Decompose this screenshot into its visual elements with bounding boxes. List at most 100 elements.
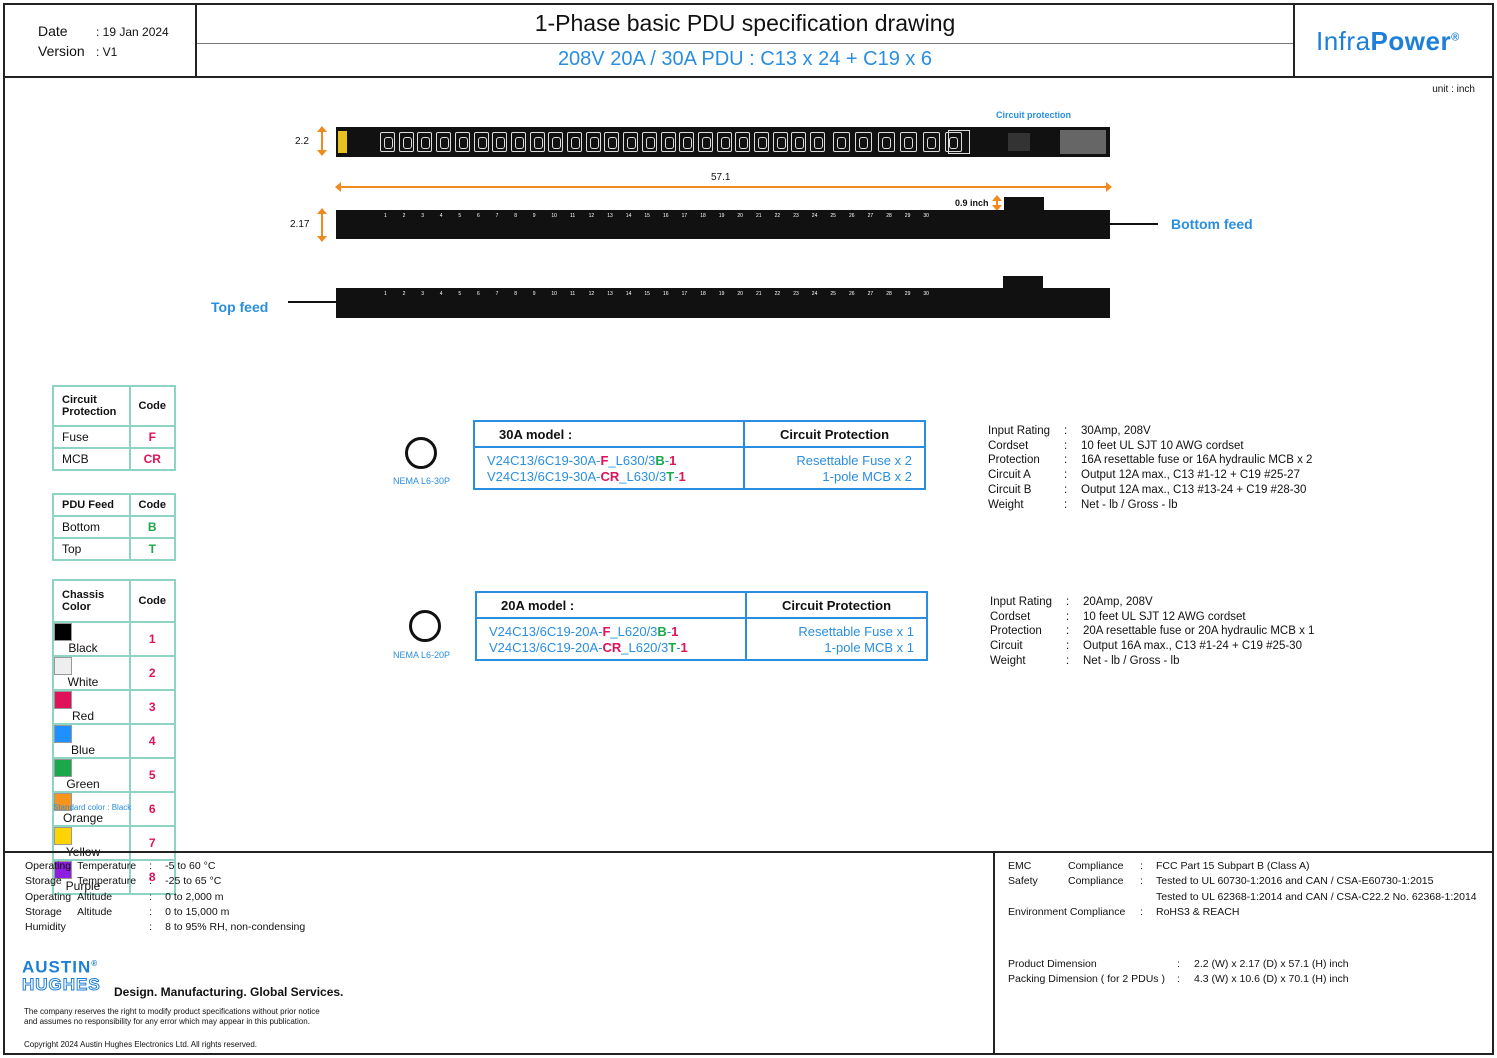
outlet-number: 5 — [458, 213, 462, 219]
spec-key: Protection — [990, 625, 1042, 638]
header-divider-left — [195, 3, 197, 77]
c19-outlet — [900, 132, 918, 152]
color-code: 7 — [128, 825, 176, 861]
spec-value: -5 to 60 °C — [165, 860, 216, 872]
spec-row: Input Rating:30Amp, 208V — [988, 425, 1312, 438]
part-number: V24C13/6C19-20A-CR_L620/3T-1 — [489, 639, 688, 655]
c13-outlet — [585, 132, 601, 152]
outlet-number: 8 — [514, 213, 517, 219]
outlet-number: 25 — [830, 213, 836, 219]
date-value: : 19 Jan 2024 — [96, 25, 169, 39]
infrapower-logo: InfraPower® — [1316, 26, 1460, 56]
spec-row: Tested to UL 62368-1:2014 and CAN / CSA-… — [1008, 891, 1481, 904]
spec-colon: : — [1066, 625, 1070, 638]
spec-key: Environment Compliance — [1008, 905, 1126, 918]
spec-colon: : — [149, 921, 153, 934]
c13-outlet — [398, 132, 414, 152]
page-frame — [3, 3, 1494, 1055]
color-cell: Orange — [52, 791, 131, 827]
spec-row: Circuit:Output 16A max., C13 #1-24 + C19… — [990, 640, 1314, 653]
depth-dimension: 2.17 — [290, 219, 310, 230]
color-cell: Blue — [52, 723, 131, 759]
header-divider — [3, 76, 1494, 78]
spec-value: 10 feet UL SJT 10 AWG cordset — [1081, 439, 1244, 452]
spec-row: Input Rating:20Amp, 208V — [990, 596, 1314, 609]
outlet-number: 1 — [384, 291, 387, 297]
outlet-number: 18 — [700, 291, 706, 297]
breaker-module — [1008, 133, 1030, 151]
bottom-feed-label: Bottom feed — [1171, 216, 1253, 232]
outlet-number: 20 — [737, 291, 743, 297]
outlet-number: 6 — [477, 213, 480, 219]
spec-key-2 — [77, 921, 147, 934]
outlet-number: 10 — [551, 213, 557, 219]
c13-outlet — [473, 132, 489, 152]
outlet-number: 16 — [663, 213, 669, 219]
protection-value: 1-pole MCB x 1 — [745, 639, 927, 660]
outlet-number: 11 — [570, 213, 576, 219]
outlet-number: 28 — [886, 213, 892, 219]
protection-value: 1-pole MCB x 2 — [743, 468, 925, 489]
c13-outlet — [417, 132, 433, 152]
outlet-number: 7 — [495, 213, 499, 219]
color-cell: Red — [52, 689, 131, 725]
spec-key: Cordset — [988, 439, 1029, 452]
spec-key: Circuit B — [988, 483, 1032, 496]
outlet-number: 11 — [570, 291, 576, 297]
c13-outlet — [380, 132, 395, 152]
c13-outlet — [735, 132, 751, 152]
spec-colon: : — [1066, 610, 1070, 623]
table-cell: F — [128, 425, 176, 449]
model-30a-table: 30A model :Circuit Protection V24C13/6C1… — [473, 420, 926, 490]
table-cell: MCB — [52, 447, 131, 471]
spec-key: Storage — [25, 905, 62, 918]
table-cell: Top — [52, 537, 131, 561]
spec-value: 8 to 95% RH, non-condensing — [165, 921, 306, 934]
version-label: Version — [38, 43, 85, 59]
outlet-number: 26 — [849, 213, 855, 219]
color-name: Purple — [65, 879, 101, 893]
color-code: 2 — [128, 655, 176, 691]
spec-colon — [1140, 891, 1154, 904]
table-header: 30A model : — [474, 421, 744, 448]
spec-colon: : — [1177, 973, 1180, 986]
breaker-dimension: 0.9 inch — [955, 198, 989, 208]
version-row: Version: V1 — [38, 43, 117, 59]
outlet-number: 19 — [718, 291, 725, 297]
c13-outlet — [454, 132, 470, 152]
outlet-number: 23 — [793, 213, 799, 219]
color-cell: Green — [52, 757, 131, 793]
outlet-number: 26 — [849, 291, 855, 297]
spec-key-2: Compliance — [1068, 875, 1124, 888]
spec-colon: : — [1064, 469, 1068, 482]
title-divider — [197, 43, 1293, 44]
spec-value: Output 16A max., C13 #1-24 + C19 #25-30 — [1083, 640, 1302, 653]
spec-value: 2.2 (W) x 2.17 (D) x 57.1 (H) inch — [1194, 958, 1349, 970]
color-cell: Purple — [52, 859, 131, 895]
color-swatch — [54, 759, 72, 777]
spec-colon: : — [1140, 905, 1143, 918]
spec-key: Cordset — [990, 610, 1031, 623]
outlet-number: 12 — [588, 213, 595, 219]
spec-value: 4.3 (W) x 10.6 (D) x 70.1 (H) inch — [1194, 973, 1349, 986]
c13-outlet — [754, 132, 769, 152]
outlet-number: 15 — [644, 213, 650, 219]
color-cell: Black — [52, 621, 131, 657]
outlet-number: 19 — [718, 213, 725, 219]
standard-color-note: Standard color : Black — [53, 803, 132, 812]
spec-key: Product Dimension — [1008, 958, 1097, 970]
c13-outlet — [660, 132, 676, 152]
color-name: Green — [66, 777, 100, 791]
spec-value: 16A resettable fuse or 16A hydraulic MCB… — [1081, 454, 1313, 467]
table-header: PDU Feed — [52, 493, 131, 517]
outlet-number: 13 — [607, 213, 613, 219]
color-swatch — [54, 725, 72, 743]
circuit-protection-label: Circuit protection — [996, 110, 1072, 120]
outlet-number: 20 — [737, 213, 743, 219]
part-number: V24C13/6C19-30A-CR_L630/3T-1 — [487, 468, 686, 484]
